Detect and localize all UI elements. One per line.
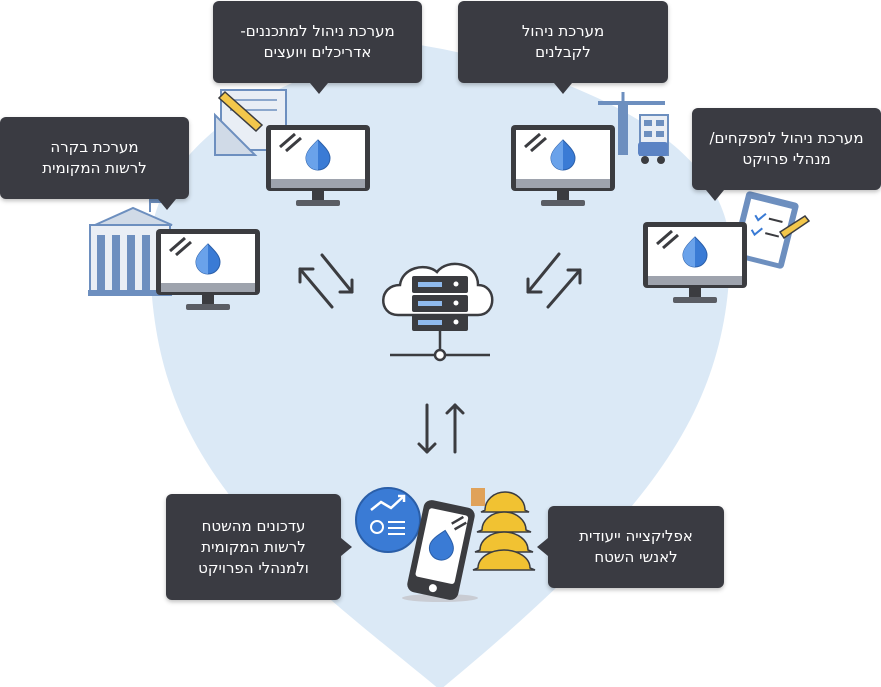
- label-line: לאנשי השטח: [594, 548, 678, 566]
- label-line: לרשות המקומית: [42, 159, 147, 177]
- label-line: ולמנהלי הפרויקט: [198, 558, 309, 577]
- label-line: מערכת ניהול: [521, 22, 605, 40]
- bubble-field-app: אפליקצייה ייעודית לאנשי השטח: [548, 506, 724, 588]
- construction-crane-icon: [598, 92, 669, 164]
- cloud-server-icon: [382, 262, 494, 362]
- bubble-planners: מערכת ניהול למתכננים- אדריכלים ויועצים: [213, 1, 422, 83]
- checklist-clipboard-icon: [731, 191, 811, 269]
- bubble-contractors: מערכת ניהול לקבלנים: [458, 1, 668, 83]
- label-line: לקבלנים: [535, 43, 591, 61]
- label-line: עדכונים מהשטח: [201, 516, 306, 535]
- bubble-tail: [310, 83, 328, 94]
- bidirectional-arrows-icon: [417, 403, 465, 454]
- bubble-tail: [706, 190, 724, 201]
- smartphone-icon: [402, 500, 478, 602]
- bubble-local-authority: מערכת בקרה לרשות המקומית: [0, 117, 189, 199]
- label-line: אדריכלים ויועצים: [263, 43, 372, 61]
- bidirectional-arrows-icon: [298, 253, 354, 309]
- analytics-chart-icon: [355, 487, 421, 553]
- hard-hats-icon: [471, 488, 536, 571]
- bidirectional-arrows-icon: [526, 252, 582, 309]
- label-line: לרשות המקומית: [201, 537, 306, 556]
- label-line: אפליקצייה ייעודית: [579, 527, 693, 545]
- label-line: מערכת בקרה: [50, 138, 139, 156]
- label-line: מערכת ניהול למפקחים/: [709, 129, 864, 147]
- bubble-tail: [537, 538, 548, 556]
- bubble-tail: [554, 83, 572, 94]
- label-line: מערכת ניהול למתכננים-: [240, 22, 395, 40]
- label-line: מנהלי פרויקט: [742, 150, 831, 168]
- blueprint-icon: [214, 89, 287, 156]
- bubble-supervisors: מערכת ניהול למפקחים/ מנהלי פרויקט: [692, 108, 881, 190]
- bubble-tail: [158, 199, 176, 210]
- bubble-field-updates: עדכונים מהשטח לרשות המקומית ולמנהלי הפרו…: [166, 494, 341, 600]
- bubble-tail: [341, 538, 352, 556]
